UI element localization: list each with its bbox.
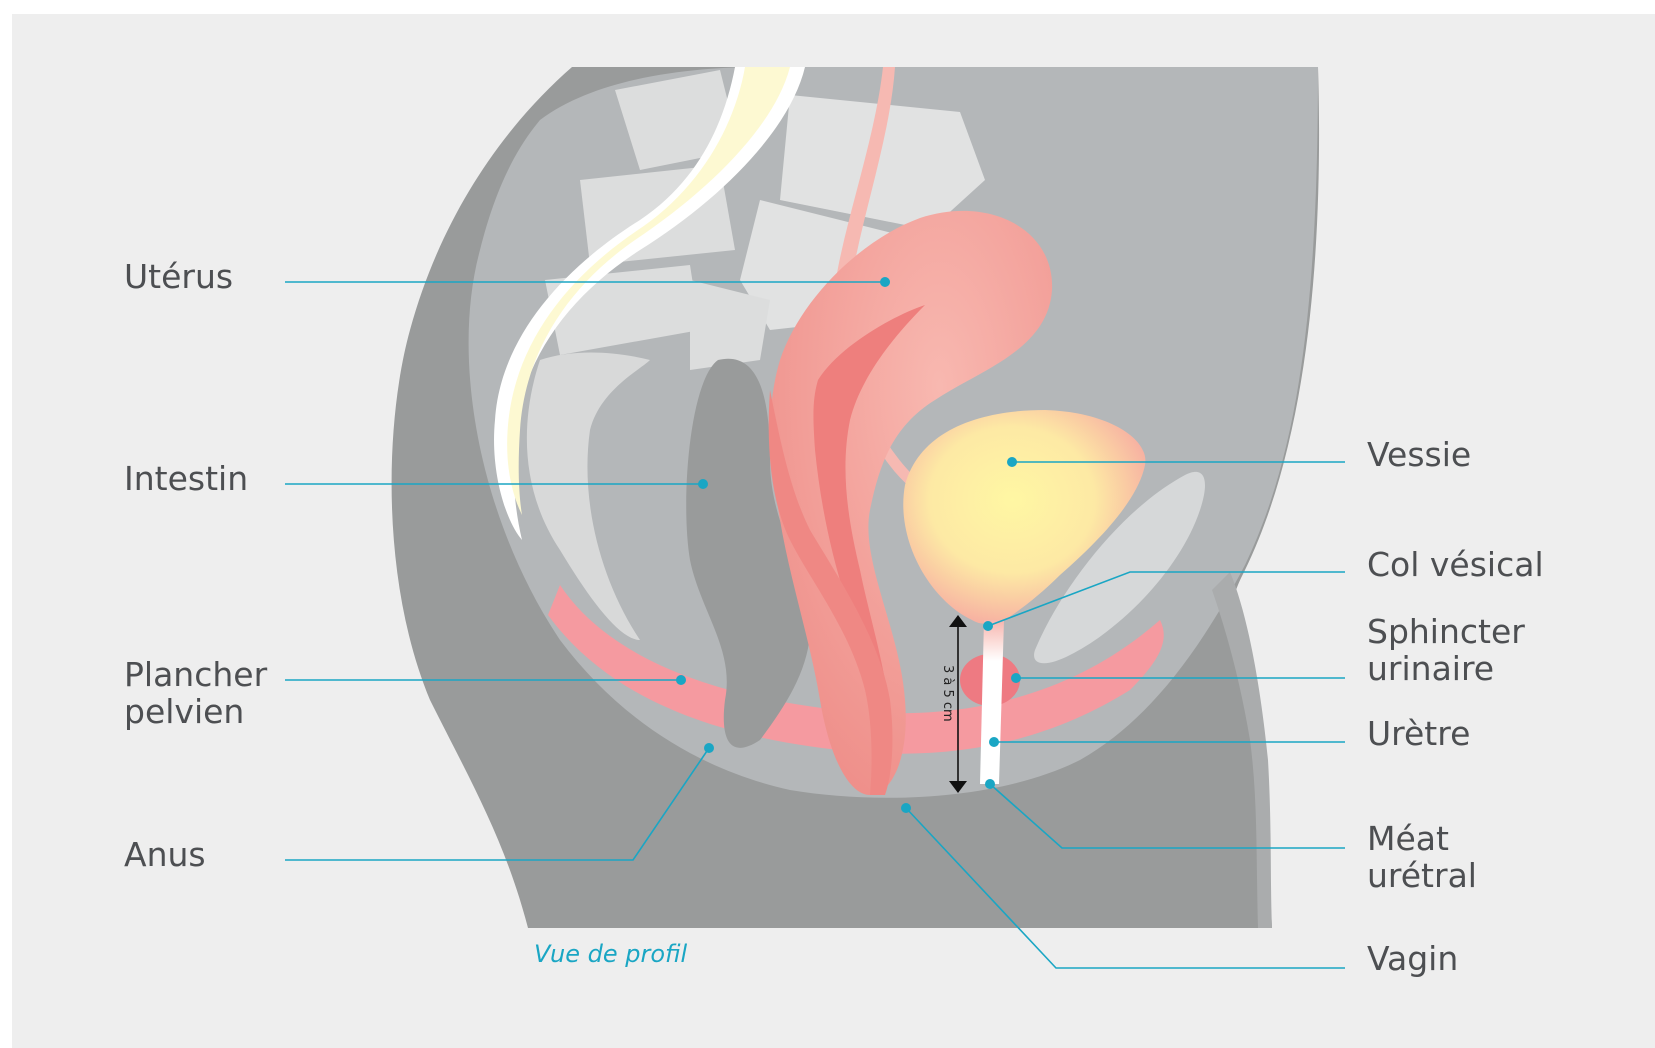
label-plancher-line1: Plancher bbox=[124, 656, 267, 694]
measurement-label: 3 à 5 cm bbox=[940, 665, 955, 722]
label-col-vesical: Col vésical bbox=[1367, 546, 1544, 584]
caption-side-view: Vue de profil bbox=[534, 940, 687, 968]
marker-meat bbox=[985, 779, 995, 789]
marker-vagin bbox=[901, 803, 911, 813]
label-anus: Anus bbox=[124, 836, 206, 874]
label-sphincter-line1: Sphincter bbox=[1367, 613, 1525, 651]
marker-anus bbox=[704, 743, 714, 753]
label-uterus: Utérus bbox=[124, 258, 233, 296]
label-plancher-line2: pelvien bbox=[124, 693, 244, 731]
marker-sphincter bbox=[1011, 673, 1021, 683]
label-uretre: Urètre bbox=[1367, 715, 1470, 753]
marker-uterus bbox=[880, 277, 890, 287]
marker-col-vesical bbox=[983, 621, 993, 631]
label-meat-line1: Méat bbox=[1367, 820, 1449, 858]
label-intestin: Intestin bbox=[124, 460, 248, 498]
marker-plancher bbox=[676, 675, 686, 685]
marker-uretre bbox=[989, 737, 999, 747]
label-vagin: Vagin bbox=[1367, 940, 1458, 978]
marker-vessie bbox=[1007, 457, 1017, 467]
marker-intestin bbox=[698, 479, 708, 489]
label-sphincter-line2: urinaire bbox=[1367, 650, 1494, 688]
label-vessie: Vessie bbox=[1367, 436, 1471, 474]
label-meat-line2: urétral bbox=[1367, 857, 1477, 895]
